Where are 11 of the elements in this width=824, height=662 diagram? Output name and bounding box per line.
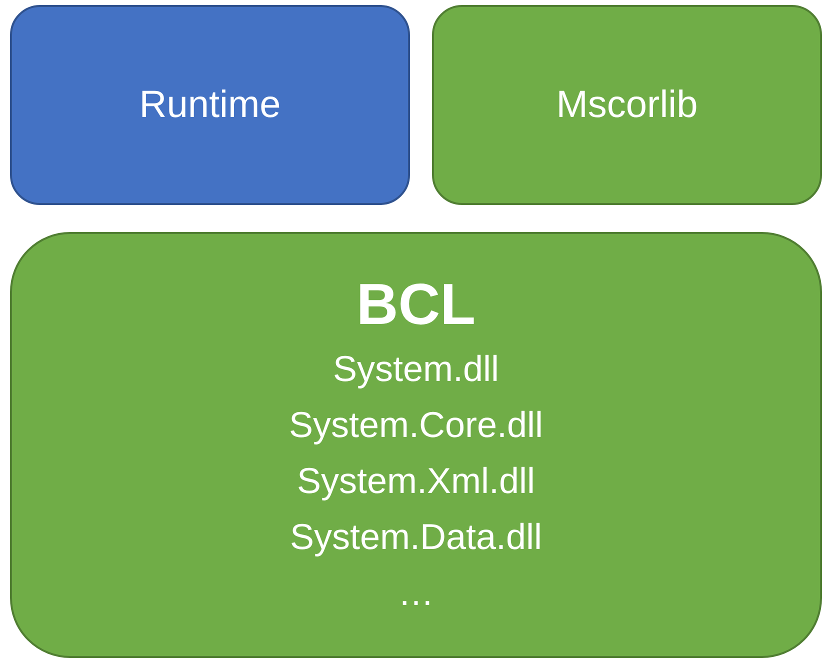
rounded-box	[10, 5, 410, 205]
box-text: System.Xml.dll	[296, 459, 536, 503]
box-text: Mscorlib	[556, 82, 698, 128]
box-text: …	[398, 571, 434, 615]
box-text: System.Data.dll	[290, 515, 542, 559]
box-text: System.dll	[332, 347, 500, 391]
rounded-box	[10, 232, 822, 658]
box-text: System.Core.dll	[288, 403, 544, 447]
box-heading: BCL	[356, 271, 476, 339]
box-text: Runtime	[139, 82, 281, 128]
rounded-box	[432, 5, 822, 205]
